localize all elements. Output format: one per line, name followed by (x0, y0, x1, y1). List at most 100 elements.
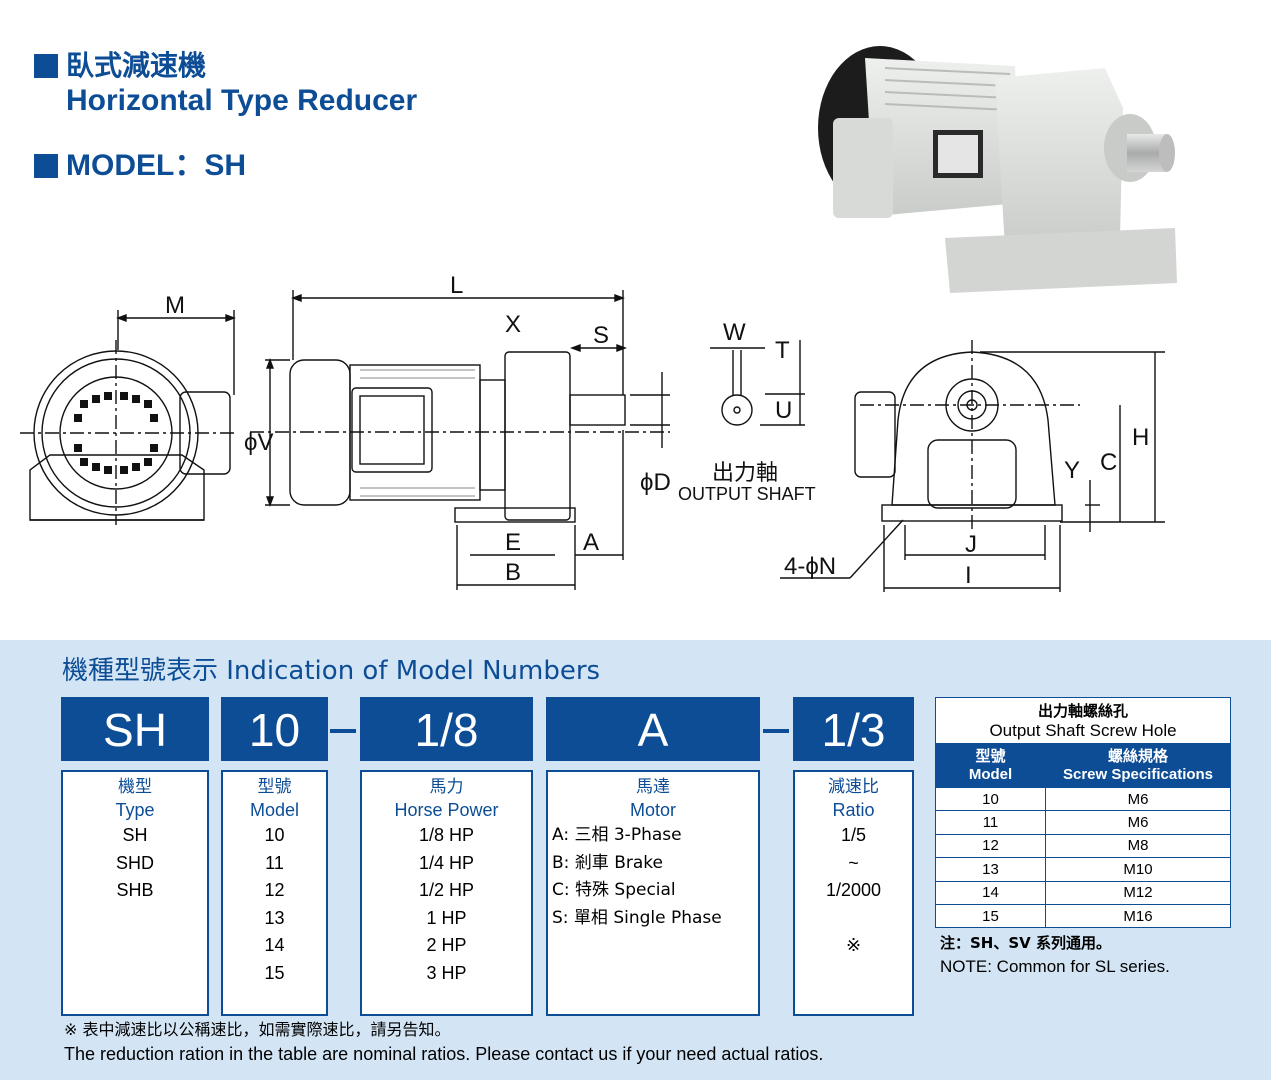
column-head-zh: 減速比 (828, 777, 879, 797)
model-column: 型號 Model 10 11 12 13 14 15 (221, 770, 328, 1016)
output-shaft-label-zh: 出力軸 (712, 461, 778, 486)
list-item: SH (122, 825, 148, 845)
list-item: C: 特殊 Special (552, 880, 676, 900)
table-cell: M12 (1045, 880, 1231, 905)
dash-separator (763, 729, 789, 733)
column-head-zh: 機型 (118, 777, 152, 797)
square-bullet-icon (34, 54, 58, 78)
square-bullet-icon (34, 154, 58, 178)
list-item: B: 剎車 Brake (552, 852, 663, 873)
horsepower-column: 馬力 Horse Power 1/8 HP 1/4 HP 1/2 HP 1 HP… (360, 770, 533, 1016)
list-item: 14 (264, 935, 285, 955)
table-title-en: Output Shaft Screw Hole (989, 720, 1177, 740)
code-motor: A (546, 697, 760, 761)
product-photo (818, 46, 1177, 293)
section-title: 機種型號表示 Indication of Model Numbers (62, 656, 601, 686)
code-horsepower: 1/8 (360, 697, 533, 761)
list-item: 11 (265, 852, 284, 873)
table-cell: M10 (1045, 857, 1231, 882)
header-en: Model (968, 765, 1013, 783)
header-en: Screw Specifications (1062, 765, 1214, 783)
note: 注：SH、SV 系列通用。 NOTE: Common for SL series… (940, 932, 1170, 978)
table-cell: 15 (935, 903, 1046, 929)
dim-label-b: B (505, 559, 521, 586)
code-type: SH (61, 697, 209, 761)
column-head-zh: 馬達 (636, 777, 670, 797)
dim-label-i: I (965, 562, 972, 589)
list-item: SHB (116, 880, 154, 900)
dim-label-d: ϕD (640, 469, 671, 496)
model-title: MODEL：SH (34, 140, 246, 184)
footnote-en: The reduction ration in the table are no… (64, 1044, 824, 1064)
list-item: 1/2000 (825, 880, 882, 900)
table-cell: 12 (935, 833, 1046, 859)
dimension-drawing: M L X S ϕV ϕD E A B W T U 4-ϕN J I Y C H… (20, 272, 1165, 592)
table-title: 出力軸螺絲孔 Output Shaft Screw Hole (935, 697, 1231, 744)
column-head-en: Model (249, 800, 300, 820)
list-item: 1/4 HP (418, 852, 475, 873)
header-zh: 型號 (975, 747, 1006, 765)
title-zh: 臥式減速機 (34, 44, 206, 84)
column-header-spec: 螺絲規格 Screw Specifications (1045, 743, 1231, 788)
title-en: Horizontal Type Reducer (66, 84, 418, 117)
list-item: 3 HP (426, 962, 467, 983)
title-zh-text: 臥式減速機 (66, 49, 207, 82)
dim-label-j: J (965, 531, 977, 558)
output-shaft-detail (710, 340, 805, 426)
code-model: 10 (221, 697, 328, 761)
end-view (780, 340, 1165, 592)
column-head-en: Motor (629, 800, 676, 820)
table-cell: M16 (1045, 903, 1231, 929)
table-cell: 14 (935, 880, 1046, 905)
dim-label-y: Y (1064, 457, 1080, 484)
column-head-zh: 馬力 (429, 777, 464, 797)
footnote: ※ 表中減速比以公稱速比，如需實際速比，請另告知。 The reduction … (64, 1018, 823, 1066)
column-head-en: Horse Power (394, 800, 499, 820)
dim-label-t: T (775, 337, 790, 364)
list-item: 13 (264, 907, 285, 928)
list-item: S: 單相 Single Phase (552, 907, 722, 928)
table-title-zh: 出力軸螺絲孔 (1037, 701, 1128, 720)
list-item: ~ (848, 852, 859, 873)
table-cell: 10 (935, 786, 1046, 812)
dim-label-s: S (593, 322, 609, 349)
table-header-row: 型號 Model 螺絲規格 Screw Specifications (935, 743, 1231, 788)
side-view (250, 290, 670, 590)
column-header-model: 型號 Model (935, 743, 1046, 788)
list-item: 1/2 HP (418, 880, 475, 900)
dim-label-u: U (775, 397, 792, 424)
list-item: 2 HP (426, 935, 467, 955)
list-item: A: 三相 3-Phase (552, 825, 682, 845)
dim-label-v: ϕV (244, 429, 273, 456)
footnote-zh: ※ 表中減速比以公稱速比，如需實際速比，請另告知。 (64, 1020, 451, 1039)
dim-label-a: A (583, 529, 599, 556)
column-head-zh: 型號 (257, 777, 292, 797)
list-item: SHD (115, 852, 154, 873)
table-cell: M6 (1045, 810, 1231, 835)
list-item: 12 (264, 880, 285, 900)
model-title-text: MODEL：SH (66, 149, 246, 182)
dim-label-e: E (505, 529, 521, 556)
table-title-row: 出力軸螺絲孔 Output Shaft Screw Hole (935, 697, 1231, 744)
note-zh: 注：SH、SV 系列通用。 (940, 934, 1111, 952)
front-view (20, 310, 236, 525)
dim-label-c: C (1100, 449, 1117, 476)
dim-label-w: W (723, 319, 746, 346)
table-cell: 11 (935, 810, 1046, 835)
header-zh: 螺絲規格 (1107, 747, 1168, 765)
output-shaft-label-en: OUTPUT SHAFT (678, 484, 816, 504)
list-item: 15 (264, 962, 285, 983)
table-cell: M8 (1045, 833, 1231, 859)
ratio-column: 減速比 Ratio 1/5 ~ 1/2000 ※ (793, 770, 914, 1016)
list-item: 1/5 (840, 825, 867, 845)
dash-separator (330, 729, 356, 733)
dim-label-m: M (165, 292, 185, 319)
type-column: 機型 Type SH SHD SHB (61, 770, 209, 1016)
list-item: 1 HP (426, 907, 467, 928)
